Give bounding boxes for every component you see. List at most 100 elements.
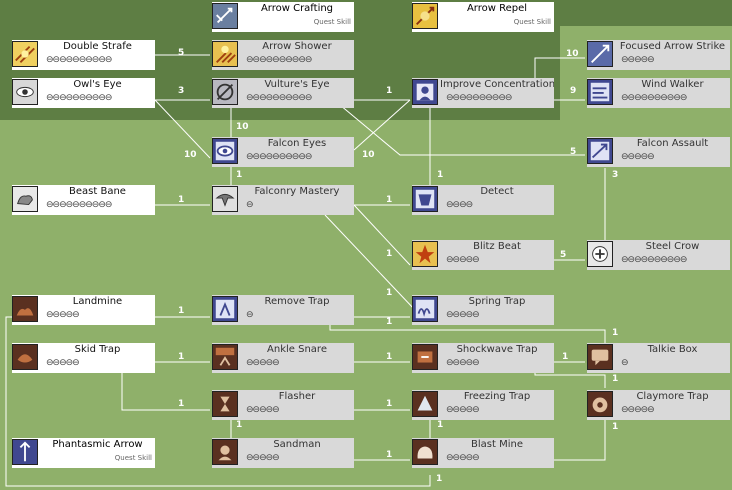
quest-skill-tag: Quest Skill xyxy=(114,454,152,462)
skill-vultures-eye[interactable]: Vulture's Eye ⊖⊖⊖⊖⊖⊖⊖⊖⊖⊖ xyxy=(212,78,354,108)
skill-level-pips: ⊖⊖⊖⊖⊖ xyxy=(246,358,280,368)
arrow-repel-icon xyxy=(412,3,438,29)
skill-double-strafe[interactable]: Double Strafe ⊖⊖⊖⊖⊖⊖⊖⊖⊖⊖ xyxy=(12,40,155,70)
detect-icon xyxy=(412,186,438,212)
link-label: 1 xyxy=(437,420,444,430)
blast-mine-icon xyxy=(412,439,438,465)
ankle-snare-icon xyxy=(212,344,238,370)
skill-name: Phantasmic Arrow xyxy=(52,439,143,450)
talkie-box-icon xyxy=(587,344,613,370)
shockwave-trap-icon xyxy=(412,344,438,370)
skill-level-pips: ⊖⊖⊖⊖⊖ xyxy=(446,310,480,320)
skill-landmine[interactable]: Landmine ⊖⊖⊖⊖⊖ xyxy=(12,295,155,325)
skill-name: Arrow Shower xyxy=(262,41,332,52)
skill-falcon-assault[interactable]: Falcon Assault ⊖⊖⊖⊖⊖ xyxy=(587,137,730,167)
link-label: 9 xyxy=(570,86,577,96)
falcon-eyes-icon xyxy=(212,138,238,164)
skill-remove-trap[interactable]: Remove Trap ⊖ xyxy=(212,295,354,325)
arrow-shower-icon xyxy=(212,41,238,67)
link-label: 5 xyxy=(178,48,185,58)
first-class-panel-top xyxy=(0,0,732,26)
link-label: 1 xyxy=(178,195,185,205)
skill-sandman[interactable]: Sandman ⊖⊖⊖⊖⊖ xyxy=(212,438,354,468)
skill-level-pips: ⊖⊖⊖⊖⊖⊖⊖⊖⊖⊖ xyxy=(446,93,512,103)
quest-skill-tag: Quest Skill xyxy=(513,18,551,26)
skill-level-pips: ⊖⊖⊖⊖⊖ xyxy=(246,453,280,463)
blitz-beat-icon xyxy=(412,241,438,267)
skill-name: Owl's Eye xyxy=(73,79,122,90)
skill-level-pips: ⊖⊖⊖⊖⊖ xyxy=(446,453,480,463)
skill-falconry-mastery[interactable]: Falconry Mastery ⊖ xyxy=(212,185,354,215)
link-label: 1 xyxy=(612,328,619,338)
skill-level-pips: ⊖⊖⊖⊖⊖ xyxy=(446,405,480,415)
link-label: 1 xyxy=(386,399,393,409)
skill-freezing-trap[interactable]: Freezing Trap ⊖⊖⊖⊖⊖ xyxy=(412,390,554,420)
skill-arrow-crafting[interactable]: Arrow Crafting Quest Skill xyxy=(212,2,354,32)
link-falconry-mastery-blitz-beat xyxy=(353,204,411,266)
skill-name: Blitz Beat xyxy=(473,241,521,252)
skill-name: Spring Trap xyxy=(468,296,526,307)
link-label: 1 xyxy=(178,306,185,316)
link-skid-trap-flasher xyxy=(121,372,210,411)
skill-name: Steel Crow xyxy=(645,241,700,252)
skill-wind-walker[interactable]: Wind Walker ⊖⊖⊖⊖⊖⊖⊖⊖⊖⊖ xyxy=(587,78,730,108)
skill-name: Sandman xyxy=(273,439,321,450)
skill-level-pips: ⊖⊖⊖⊖⊖ xyxy=(446,358,480,368)
link-blast-mine-claymore-trap xyxy=(554,420,606,461)
quest-skill-tag: Quest Skill xyxy=(313,18,351,26)
skill-name: Freezing Trap xyxy=(463,391,531,402)
focused-arrow-strike-icon xyxy=(587,41,613,67)
link-label: 10 xyxy=(566,49,579,59)
skill-level-pips: ⊖⊖⊖⊖⊖ xyxy=(621,405,655,415)
remove-trap-icon xyxy=(212,296,238,322)
skill-level-pips: ⊖⊖⊖⊖⊖ xyxy=(621,55,655,65)
double-strafe-icon xyxy=(12,41,38,67)
flasher-icon xyxy=(212,391,238,417)
skill-shockwave-trap[interactable]: Shockwave Trap ⊖⊖⊖⊖⊖ xyxy=(412,343,554,373)
skill-name: Blast Mine xyxy=(471,439,523,450)
skill-ankle-snare[interactable]: Ankle Snare ⊖⊖⊖⊖⊖ xyxy=(212,343,354,373)
link-label: 1 xyxy=(436,474,443,484)
skill-claymore-trap[interactable]: Claymore Trap ⊖⊖⊖⊖⊖ xyxy=(587,390,730,420)
skill-name: Improve Concentration xyxy=(440,79,554,90)
skill-flasher[interactable]: Flasher ⊖⊖⊖⊖⊖ xyxy=(212,390,354,420)
link-landmine-blast-mine xyxy=(5,316,431,487)
link-label: 1 xyxy=(612,374,619,384)
skill-owls-eye[interactable]: Owl's Eye ⊖⊖⊖⊖⊖⊖⊖⊖⊖⊖ xyxy=(12,78,155,108)
skill-arrow-repel[interactable]: Arrow Repel Quest Skill xyxy=(412,2,554,32)
falcon-assault-icon xyxy=(587,138,613,164)
skill-phantasmic-arrow[interactable]: Phantasmic Arrow Quest Skill xyxy=(12,438,155,468)
skill-spring-trap[interactable]: Spring Trap ⊖⊖⊖⊖⊖ xyxy=(412,295,554,325)
skill-name: Focused Arrow Strike xyxy=(619,41,726,52)
skill-blitz-beat[interactable]: Blitz Beat ⊖⊖⊖⊖⊖ xyxy=(412,240,554,270)
skill-steel-crow[interactable]: Steel Crow ⊖⊖⊖⊖⊖⊖⊖⊖⊖⊖ xyxy=(587,240,730,270)
skill-level-pips: ⊖⊖⊖⊖⊖ xyxy=(46,358,80,368)
link-label: 1 xyxy=(178,399,185,409)
improve-concentration-icon xyxy=(412,79,438,105)
skill-beast-bane[interactable]: Beast Bane ⊖⊖⊖⊖⊖⊖⊖⊖⊖⊖ xyxy=(12,185,155,215)
skill-arrow-shower[interactable]: Arrow Shower ⊖⊖⊖⊖⊖⊖⊖⊖⊖⊖ xyxy=(212,40,354,70)
skill-level-pips: ⊖⊖⊖⊖⊖⊖⊖⊖⊖⊖ xyxy=(46,93,112,103)
landmine-icon xyxy=(12,296,38,322)
skill-blast-mine[interactable]: Blast Mine ⊖⊖⊖⊖⊖ xyxy=(412,438,554,468)
skill-skid-trap[interactable]: Skid Trap ⊖⊖⊖⊖⊖ xyxy=(12,343,155,373)
arrow-crafting-icon xyxy=(212,3,238,29)
owls-eye-icon xyxy=(12,79,38,105)
steel-crow-icon xyxy=(587,241,613,267)
skill-level-pips: ⊖⊖⊖⊖ xyxy=(446,200,473,210)
skill-name: Beast Bane xyxy=(69,186,126,197)
sandman-icon xyxy=(212,439,238,465)
skill-level-pips: ⊖⊖⊖⊖⊖ xyxy=(446,255,480,265)
link-label: 1 xyxy=(386,352,393,362)
skill-falcon-eyes[interactable]: Falcon Eyes ⊖⊖⊖⊖⊖⊖⊖⊖⊖⊖ xyxy=(212,137,354,167)
skill-name: Claymore Trap xyxy=(636,391,709,402)
skill-detect[interactable]: Detect ⊖⊖⊖⊖ xyxy=(412,185,554,215)
skill-improve-concentration[interactable]: Improve Concentration ⊖⊖⊖⊖⊖⊖⊖⊖⊖⊖ xyxy=(412,78,554,108)
skill-name: Wind Walker xyxy=(641,79,704,90)
skill-name: Vulture's Eye xyxy=(264,79,330,90)
link-label: 1 xyxy=(386,317,393,327)
skill-focused-arrow-strike[interactable]: Focused Arrow Strike ⊖⊖⊖⊖⊖ xyxy=(587,40,730,70)
link-label: 3 xyxy=(178,86,185,96)
skill-talkie-box[interactable]: Talkie Box ⊖ xyxy=(587,343,730,373)
